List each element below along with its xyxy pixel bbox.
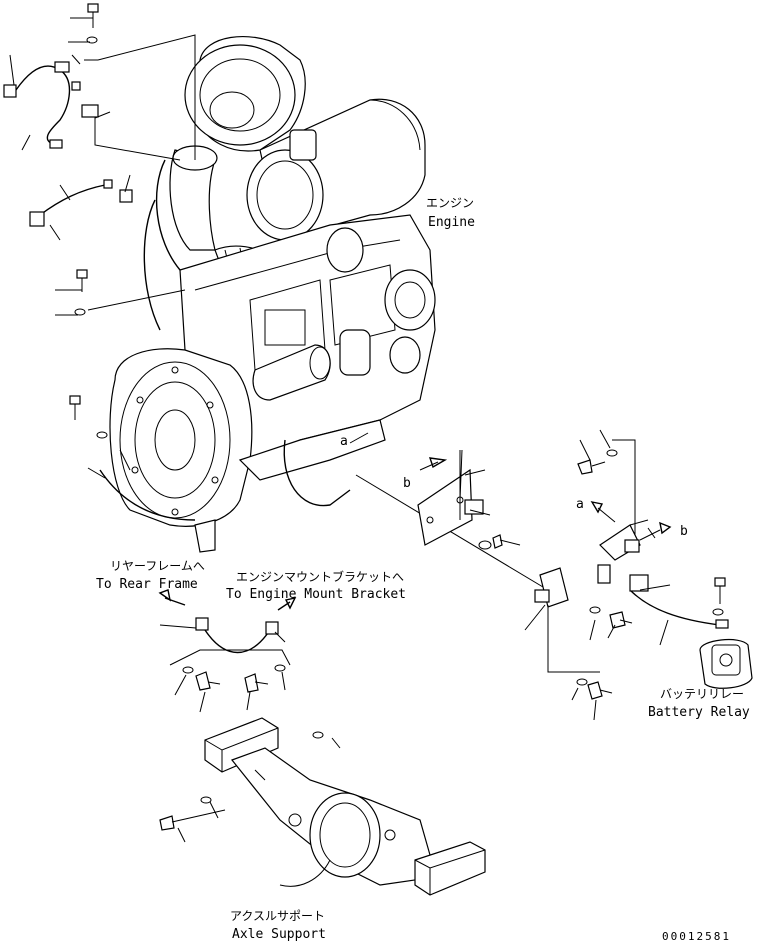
callout-b-plate: b [403,476,411,491]
battery-relay-label-jp: バッテリリレー [660,687,744,701]
engine-label-jp: エンジン [426,196,474,210]
left-hardware [3,3,549,591]
callout-a-relay: a [576,497,584,512]
engine-label-en: Engine [428,215,475,230]
engine-assembly [99,35,436,553]
drawing-number: 00012581 [662,930,731,943]
battery-relay-area [524,429,753,721]
rear-frame-label-en: To Rear Frame [96,577,198,592]
callout-a-engine: a [340,434,348,449]
rear-frame-label-jp: リヤーフレームへ [110,559,205,573]
axle-support [159,717,486,896]
callout-b-relay: b [680,524,688,539]
axle-support-label-en: Axle Support [232,927,326,942]
ground-cable [158,589,297,713]
bracket-plate [349,432,521,550]
axle-support-label-jp: アクスルサポート [230,909,325,923]
battery-relay-label-en: Battery Relay [648,705,750,720]
mount-bracket-label-en: To Engine Mount Bracket [226,587,406,602]
mount-bracket-label-jp: エンジンマウントブラケットへ [236,569,404,584]
